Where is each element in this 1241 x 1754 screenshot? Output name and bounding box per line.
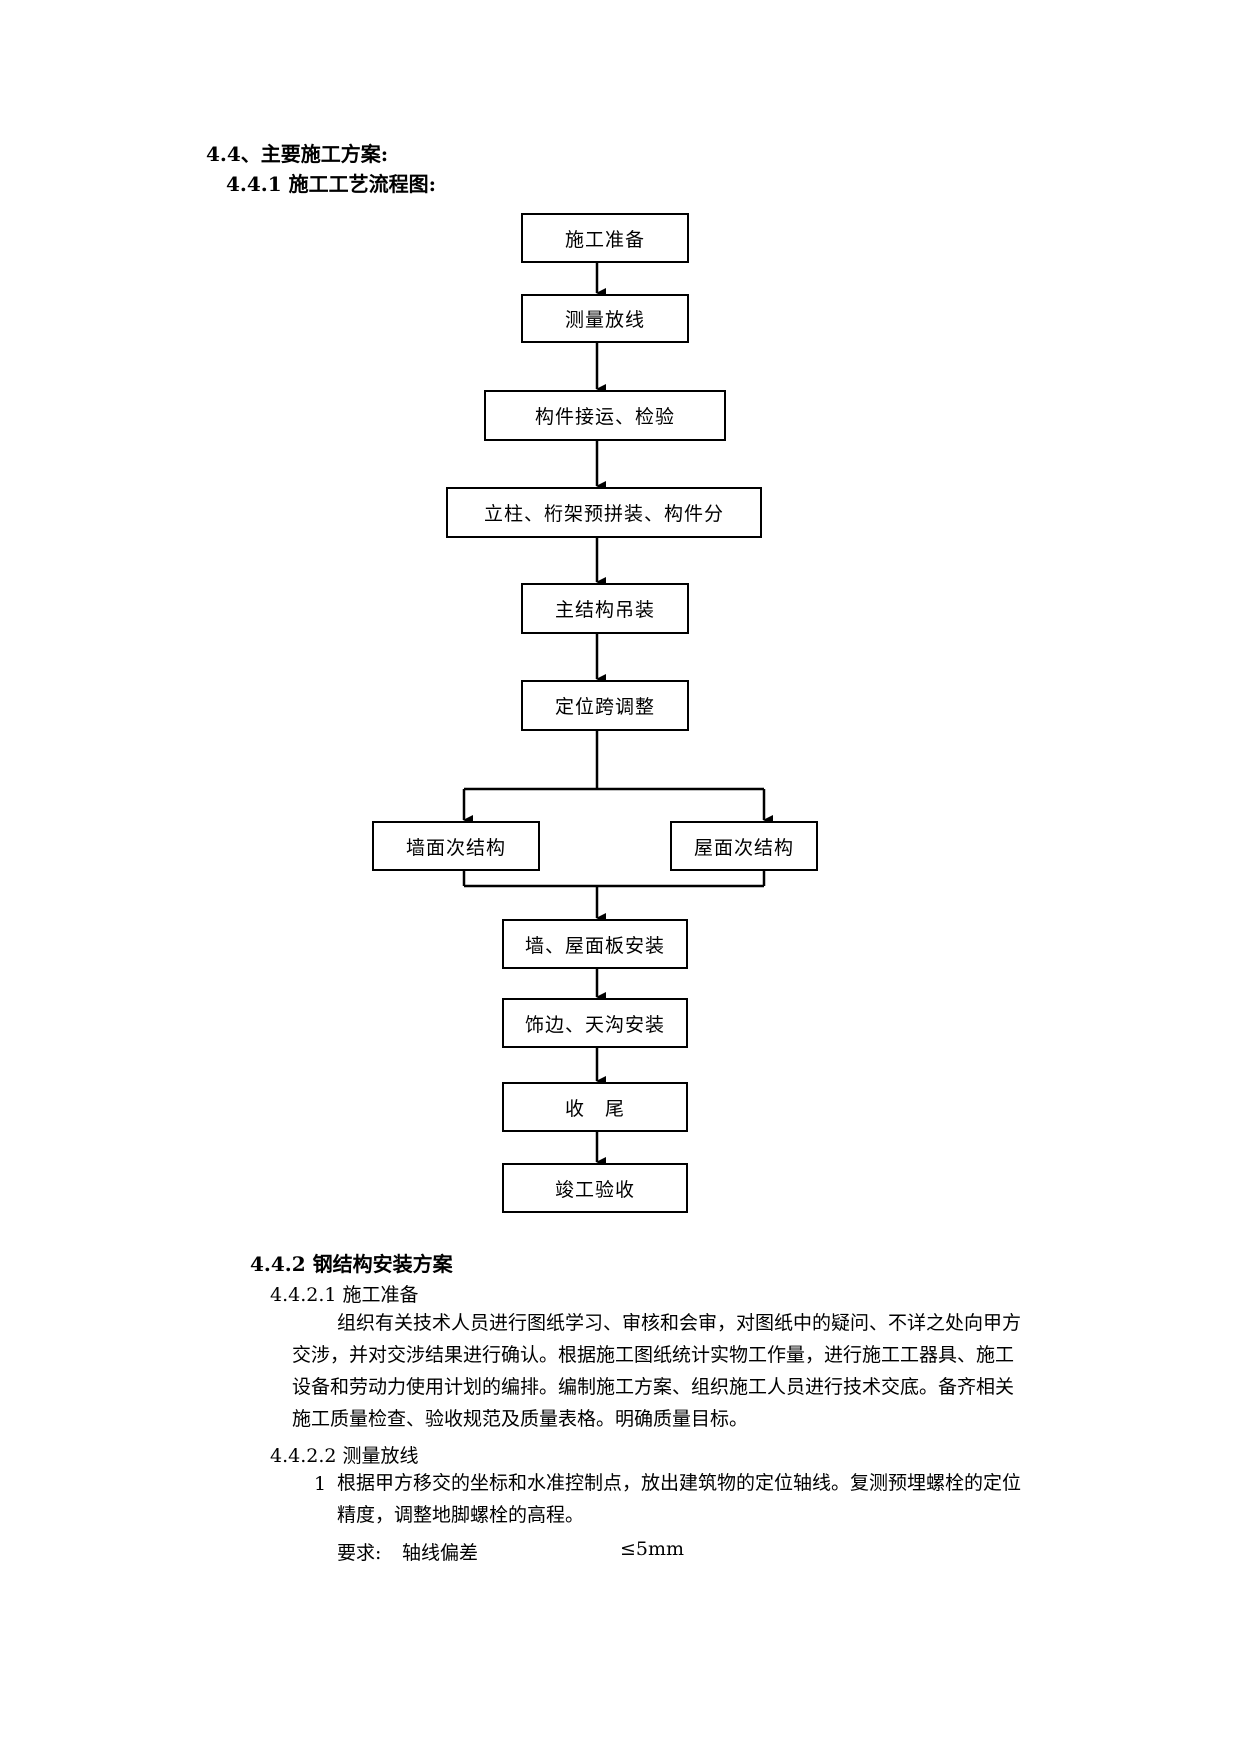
paragraph-line: 组织有关技术人员进行图纸学习、审核和会审，对图纸中的疑问、不详之处向甲方 [337, 1312, 1022, 1334]
prep-heading: 4.4.2.1 施工准备 [270, 1284, 419, 1306]
flow-step-prep: 施工准备 [521, 213, 689, 263]
paragraph-line: 交涉，并对交涉结果进行确认。根据施工图纸统计实物工作量，进行施工工器具、施工 [292, 1344, 1015, 1366]
flow-step-label: 主结构吊装 [554, 599, 655, 621]
survey-item-number: 1 [314, 1473, 327, 1495]
flow-step-label: 构件接运、检验 [534, 406, 675, 428]
flow-step-label: 立柱、桁架预拼装、构件分 [483, 503, 724, 525]
flow-step-label: 测量放线 [564, 309, 645, 331]
paragraph-line: 设备和劳动力使用计划的编排。编制施工方案、组织施工人员进行技术交底。备齐相关 [292, 1376, 1015, 1398]
requirement-value: ≤5mm [620, 1538, 685, 1560]
flow-step-receiving: 构件接运、检验 [484, 390, 726, 441]
flow-step-survey: 测量放线 [521, 294, 689, 343]
flow-step-label: 收 尾 [564, 1097, 625, 1120]
requirement-label: 要求: [337, 1542, 382, 1564]
flow-step-preassembly: 立柱、桁架预拼装、构件分 [446, 487, 762, 538]
section-title: 4.4、主要施工方案: [206, 142, 389, 166]
flow-step-label: 竣工验收 [554, 1178, 635, 1201]
flow-step-label: 饰边、天沟安装 [524, 1013, 665, 1036]
flow-step-trim-gutter: 饰边、天沟安装 [502, 998, 688, 1048]
flow-step-finishing: 收 尾 [502, 1082, 688, 1132]
flow-step-main-lifting: 主结构吊装 [521, 583, 689, 634]
requirement-item: 轴线偏差 [402, 1542, 479, 1564]
flow-step-label: 墙面次结构 [405, 836, 506, 859]
plan-heading: 4.4.2 钢结构安装方案 [250, 1252, 453, 1276]
flowchart-title: 4.4.1 施工工艺流程图: [226, 172, 437, 196]
flow-step-label: 墙、屋面板安装 [524, 934, 665, 957]
survey-heading: 4.4.2.2 测量放线 [270, 1445, 419, 1467]
flow-step-wall-secondary: 墙面次结构 [372, 821, 540, 871]
prep-paragraph: 组织有关技术人员进行图纸学习、审核和会审，对图纸中的疑问、不详之处向甲方 交涉，… [292, 1307, 1021, 1435]
survey-item-text: 根据甲方移交的坐标和水准控制点，放出建筑物的定位轴线。复测预埋螺栓的定位 精度，… [337, 1467, 1021, 1531]
paragraph-line: 施工质量检查、验收规范及质量表格。明确质量目标。 [292, 1408, 749, 1430]
paragraph-line: 精度，调整地脚螺栓的高程。 [337, 1504, 585, 1526]
flow-step-acceptance: 竣工验收 [502, 1163, 688, 1213]
flow-step-roof-secondary: 屋面次结构 [670, 821, 818, 871]
flow-step-panel-install: 墙、屋面板安装 [502, 919, 688, 969]
flow-step-label: 施工准备 [564, 228, 645, 251]
flow-step-span-adjust: 定位跨调整 [521, 680, 689, 731]
paragraph-line: 根据甲方移交的坐标和水准控制点，放出建筑物的定位轴线。复测预埋螺栓的定位 [337, 1472, 1022, 1494]
flow-step-label: 屋面次结构 [693, 836, 794, 859]
flow-step-label: 定位跨调整 [554, 696, 655, 718]
